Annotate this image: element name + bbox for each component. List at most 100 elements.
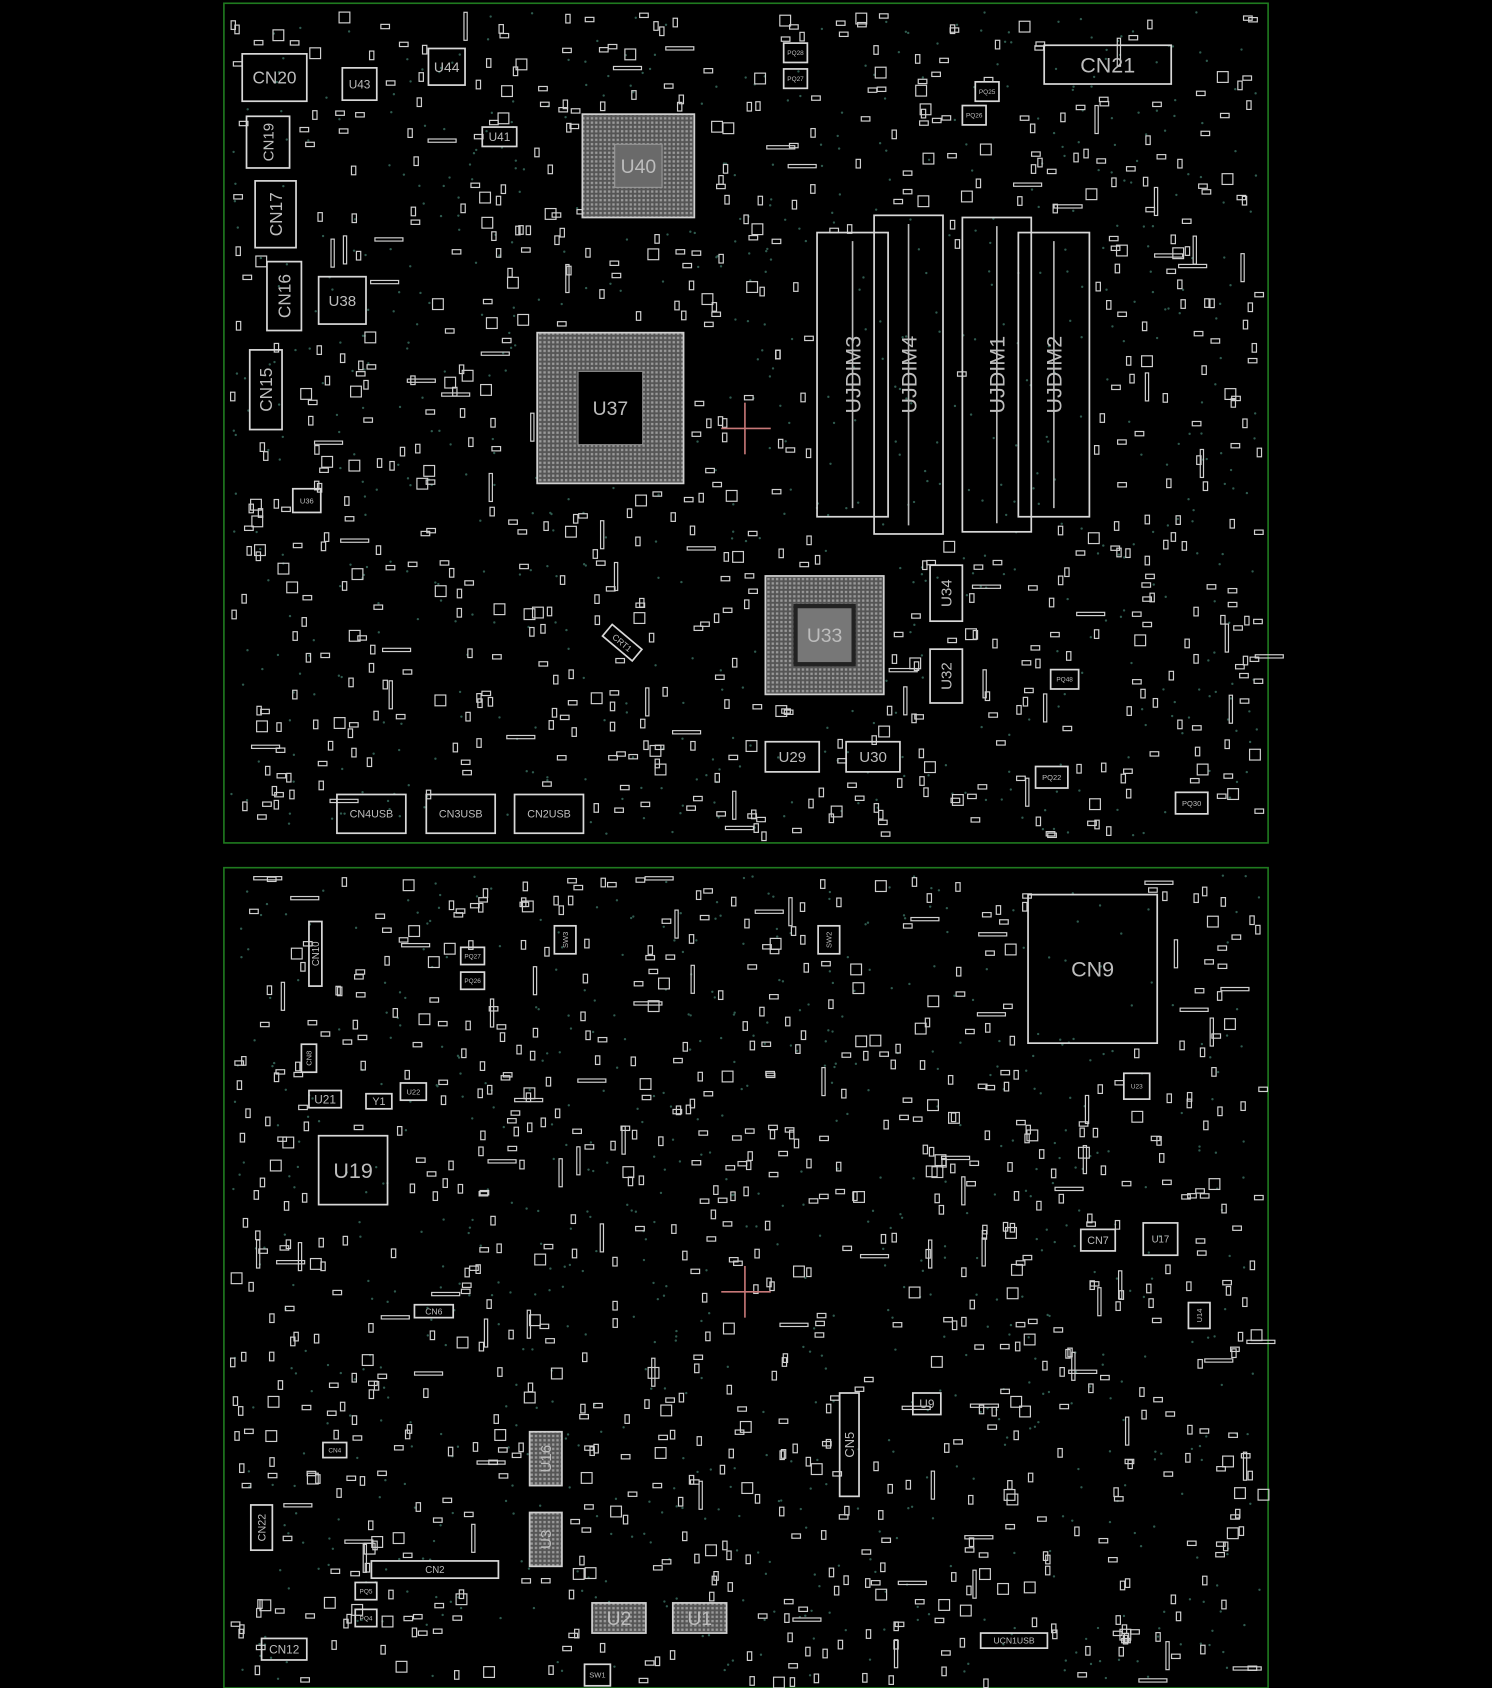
component-u19[interactable]: U19 — [317, 1134, 389, 1206]
component-u44[interactable]: U44 — [427, 47, 466, 86]
smd-pad — [609, 721, 616, 732]
via — [959, 1041, 962, 1044]
smd-pad — [300, 961, 306, 972]
component-u40[interactable]: U40 — [581, 113, 696, 219]
component-u16[interactable]: U16 — [528, 1430, 563, 1487]
smd-pad — [464, 1267, 470, 1278]
component-cn3usb[interactable]: CN3USB — [425, 793, 497, 835]
component-u38[interactable]: U38 — [317, 275, 367, 325]
component-pq26[interactable]: PQ26 — [459, 971, 486, 991]
component-cn20[interactable]: CN20 — [241, 53, 308, 103]
component-u17[interactable]: U17 — [1142, 1222, 1179, 1257]
component-u37[interactable]: U37 — [536, 331, 685, 485]
component-ujdim2[interactable]: UJDIM2 — [1017, 231, 1091, 518]
component-cn21[interactable]: CN21 — [1043, 44, 1173, 85]
component-u33[interactable]: U33 — [764, 575, 885, 696]
component-cn12[interactable]: CN12 — [260, 1637, 308, 1661]
component-cn19[interactable]: CN19 — [245, 115, 291, 169]
smd-pad — [234, 1431, 240, 1441]
component-ujdim3[interactable]: UJDIM3 — [816, 231, 889, 518]
component-cn8[interactable]: CN8 — [300, 1043, 318, 1074]
via — [546, 564, 549, 568]
component-ujdim1[interactable]: UJDIM1 — [961, 216, 1033, 533]
component-pq30[interactable]: PQ30 — [1174, 791, 1209, 815]
via — [700, 102, 704, 105]
via — [916, 1605, 919, 1609]
via — [568, 1263, 572, 1267]
component-u14[interactable]: U14 — [1187, 1301, 1211, 1330]
via — [406, 570, 409, 573]
smd-pad — [724, 825, 755, 831]
component-u1[interactable]: U1 — [671, 1602, 728, 1634]
component-pq27[interactable]: PQ27 — [782, 68, 809, 90]
smd-pad — [955, 991, 966, 997]
component-u2[interactable]: U2 — [591, 1602, 647, 1634]
component-pq28[interactable]: PQ28 — [782, 42, 809, 64]
smd-pad — [1100, 1374, 1110, 1381]
via — [1231, 682, 1234, 686]
component-pq4[interactable]: PQ4 — [354, 1608, 378, 1628]
via — [1079, 415, 1083, 418]
component-cn10[interactable]: CN10 — [308, 920, 323, 987]
smd-pad — [663, 83, 674, 89]
component-cn7[interactable]: CN7 — [1079, 1228, 1117, 1252]
component-cn16[interactable]: CN16 — [266, 260, 303, 332]
component-cn17[interactable]: CN17 — [254, 180, 297, 249]
component-u43[interactable]: U43 — [341, 66, 378, 102]
via — [1206, 1336, 1210, 1339]
component-y1[interactable]: Y1 — [365, 1092, 393, 1110]
smd-pad — [477, 1088, 483, 1099]
smd-pad — [461, 369, 474, 382]
component-sw1[interactable]: SW1 — [583, 1663, 612, 1687]
smd-pad — [360, 1060, 366, 1071]
component-sw3[interactable]: SW3 — [553, 924, 577, 955]
smd-pad — [785, 447, 796, 453]
component-sw2[interactable]: SW2 — [817, 924, 841, 955]
component-cn2usb[interactable]: CN2USB — [513, 793, 585, 835]
component-u22[interactable]: U22 — [399, 1082, 428, 1102]
component-u21[interactable]: U21 — [308, 1089, 343, 1109]
smd-pad — [432, 1191, 439, 1202]
component-cn2[interactable]: CN2 — [370, 1560, 500, 1580]
component-pq5[interactable]: PQ5 — [354, 1581, 378, 1601]
component-pq22[interactable]: PQ22 — [1034, 765, 1069, 789]
component-pq26[interactable]: PQ26 — [961, 104, 987, 126]
component-pq25[interactable]: PQ25 — [974, 80, 1000, 103]
via — [1219, 302, 1222, 306]
smd-pad — [653, 21, 659, 31]
via — [1040, 1249, 1044, 1252]
component-ujdim4[interactable]: UJDIM4 — [873, 214, 944, 535]
smd-pad — [689, 525, 696, 536]
component-u34[interactable]: U34 — [929, 564, 964, 623]
component-cn22[interactable]: CN22 — [249, 1504, 274, 1552]
smd-pad — [926, 893, 933, 903]
via — [781, 980, 785, 983]
component-cn4[interactable]: CN4 — [322, 1441, 348, 1459]
top-layer-board[interactable] — [223, 2, 1269, 844]
component-ucn1usb[interactable]: UCN1USB — [979, 1632, 1049, 1649]
component-crt1[interactable]: CRT1 — [601, 623, 644, 663]
component-pq27[interactable]: PQ27 — [459, 946, 486, 966]
smd-pad — [425, 479, 436, 485]
component-u36[interactable]: U36 — [291, 487, 322, 514]
component-u32[interactable]: U32 — [929, 648, 964, 704]
component-u29[interactable]: U29 — [764, 740, 821, 773]
component-u41[interactable]: U41 — [481, 126, 518, 148]
smd-pad — [703, 68, 714, 74]
component-cn6[interactable]: CN6 — [413, 1303, 455, 1319]
via — [292, 1283, 295, 1287]
via — [589, 1141, 593, 1144]
component-cn5[interactable]: CN5 — [838, 1392, 860, 1498]
via — [259, 547, 262, 551]
smd-pad — [742, 1021, 748, 1031]
bottom-layer-board[interactable] — [223, 866, 1269, 1688]
component-u23[interactable]: U23 — [1122, 1072, 1151, 1100]
component-u30[interactable]: U30 — [845, 740, 901, 773]
component-pq48[interactable]: PQ48 — [1049, 668, 1080, 690]
component-cn15[interactable]: CN15 — [248, 349, 283, 431]
component-u9[interactable]: U9 — [911, 1392, 942, 1416]
component-u3[interactable]: U3 — [528, 1511, 563, 1568]
component-cn9[interactable]: CN9 — [1027, 893, 1159, 1045]
component-cn4usb[interactable]: CN4USB — [336, 793, 407, 835]
